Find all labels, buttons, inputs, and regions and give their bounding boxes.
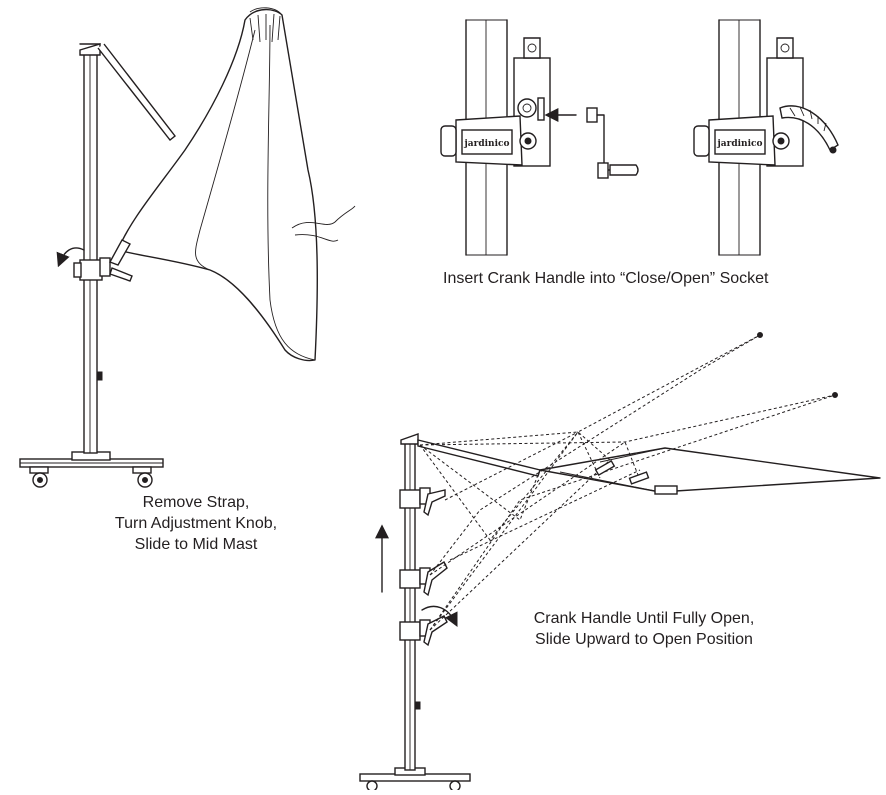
step1-hub bbox=[73, 239, 133, 282]
curved-arrow-icon bbox=[421, 605, 458, 628]
cantilever-arm bbox=[97, 43, 176, 141]
umbrella-base bbox=[19, 451, 164, 488]
step2-hub-detail-left: jardinico bbox=[440, 19, 551, 256]
step3-hub-top bbox=[399, 487, 446, 517]
step1-caption-line1: Remove Strap, bbox=[142, 494, 250, 511]
step1-caption-line3: Slide to Mid Mast bbox=[134, 536, 258, 553]
step1-caption-line2: Turn Adjustment Knob, bbox=[114, 515, 278, 532]
step3-hub-mid bbox=[399, 560, 448, 597]
step1-caption: Remove Strap, Turn Adjustment Knob, Slid… bbox=[96, 492, 296, 555]
step3-caption-line2: Slide Upward to Open Position bbox=[535, 631, 753, 648]
step1-closed-umbrella bbox=[19, 7, 356, 488]
step2-hub-detail-right: jardinico bbox=[693, 19, 839, 256]
hub-logo-left: jardinico bbox=[464, 139, 510, 149]
step2-caption: Insert Crank Handle into “Close/Open” So… bbox=[443, 268, 768, 289]
closed-canopy bbox=[117, 7, 356, 362]
step3-caption: Crank Handle Until Fully Open, Slide Upw… bbox=[494, 608, 794, 650]
step3-open-umbrella bbox=[359, 332, 881, 792]
crank-handle bbox=[586, 107, 639, 179]
motion-guide-lines bbox=[419, 334, 836, 631]
step3-hub-low bbox=[399, 615, 448, 647]
umbrella-base-2 bbox=[359, 767, 471, 792]
step3-caption-line1: Crank Handle Until Fully Open, bbox=[533, 610, 755, 627]
curved-arrow-icon bbox=[56, 247, 85, 268]
hub-logo-right: jardinico bbox=[717, 139, 763, 149]
umbrella-mast bbox=[79, 43, 103, 454]
step2-caption-text: Insert Crank Handle into “Close/Open” So… bbox=[443, 270, 769, 287]
